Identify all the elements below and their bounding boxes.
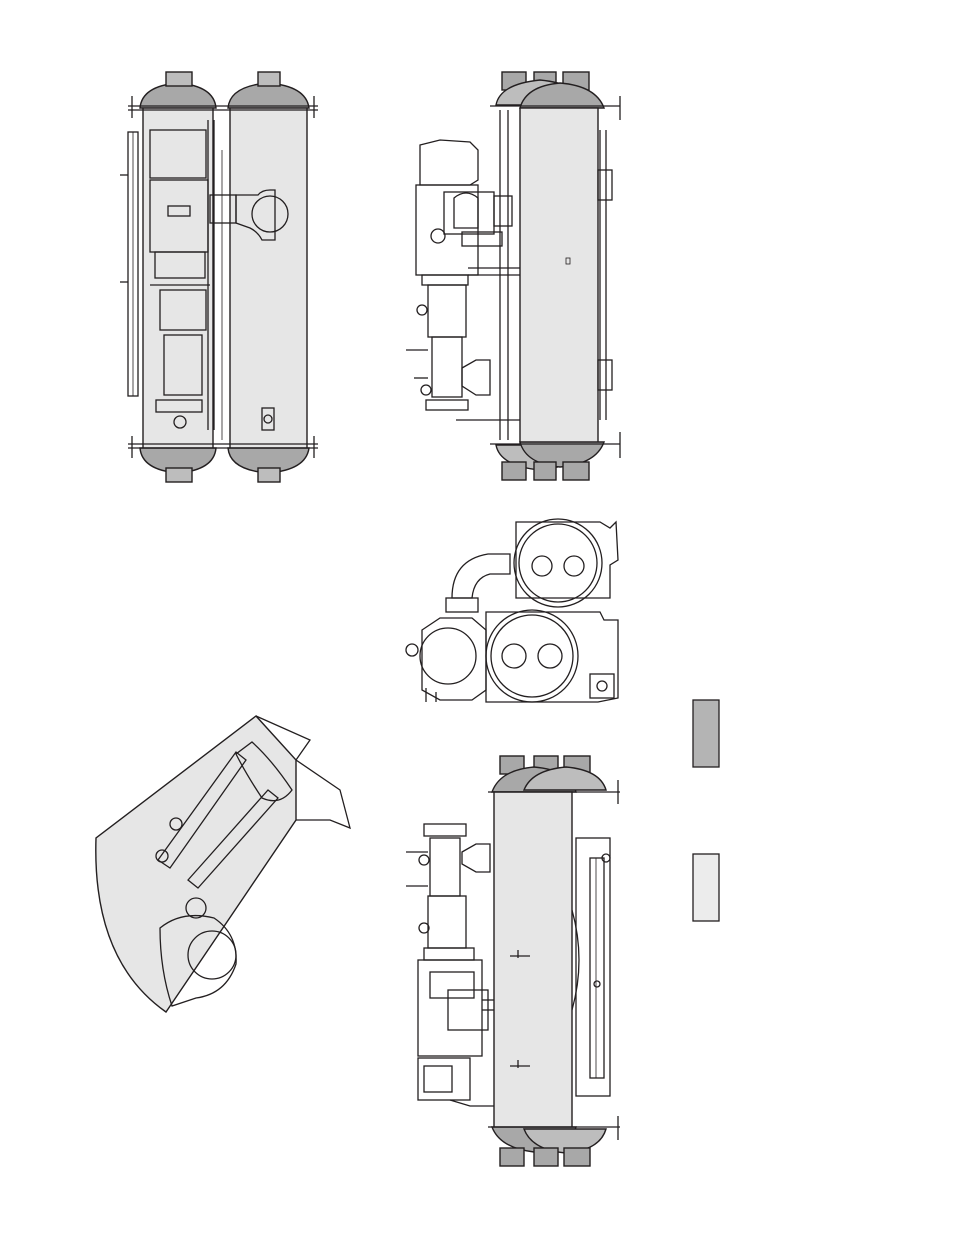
legend-dark-swatch <box>693 700 719 767</box>
legend-light-swatch <box>693 854 719 921</box>
isometric-view <box>96 716 350 1012</box>
top-view <box>120 72 318 482</box>
end-view <box>406 519 618 702</box>
front-view <box>406 756 620 1166</box>
rear-view <box>406 72 620 480</box>
legend <box>693 700 719 921</box>
